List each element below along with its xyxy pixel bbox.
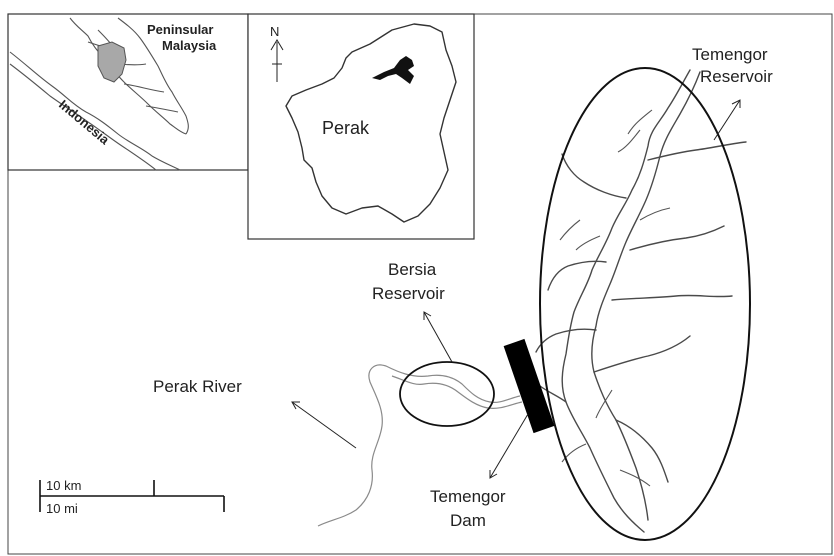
branch-mid-west: [547, 260, 607, 291]
inset-peninsular-malaysia: Peninsular Malaysia Indonesia: [7, 13, 249, 171]
arrow-head-perak-river: [291, 401, 300, 410]
arrow-bersia-reservoir: [423, 311, 453, 363]
perak-outline: [285, 23, 457, 223]
sumatra-coast: [9, 51, 181, 171]
temengor-reservoir-label-2: Reservoir: [700, 67, 773, 86]
temengor-reservoir-ellipse: [539, 67, 751, 541]
branch-mid-east2: [611, 294, 733, 301]
perak-river-system: [317, 364, 523, 527]
temengor-dam: [503, 338, 555, 434]
arrow-perak-river: [291, 401, 357, 449]
north-arrow-icon: [270, 39, 284, 51]
bersia-reservoir-label-1: Bersia: [388, 260, 437, 279]
scale-bar: 10 km 10 mi: [39, 478, 225, 516]
arrow-temengor-dam: [489, 413, 529, 479]
peninsula-outline: [69, 17, 189, 135]
scale-km-label: 10 km: [46, 478, 81, 493]
bersia-reservoir-label-2: Reservoir: [372, 284, 445, 303]
perak-river-bank: [391, 375, 523, 409]
temengor-reservoir-label-1: Temengor: [692, 45, 768, 64]
branch-lower-east: [593, 335, 691, 373]
temengor-dam-label-2: Dam: [450, 511, 486, 530]
branch-wiggles: [559, 207, 671, 487]
perak-label: Perak: [322, 118, 370, 138]
reservoir-trunk-east: [591, 71, 701, 521]
arrow-temengor-reservoir: [713, 99, 741, 141]
branch-se: [615, 419, 669, 483]
perak-highlight: [97, 41, 127, 83]
reservoir-marker: [372, 56, 414, 84]
branch-n-west: [561, 153, 627, 199]
inset-perak: N Perak: [247, 13, 475, 240]
arrow-head-temengor-dam: [489, 470, 498, 479]
perak-river-label: Perak River: [153, 377, 242, 396]
reservoir-trunk: [561, 69, 691, 533]
temengor-dam-label-1: Temengor: [430, 487, 506, 506]
scale-mi-label: 10 mi: [46, 501, 78, 516]
annotation-arrows: [291, 99, 741, 479]
sumatra-coast-inner: [9, 63, 157, 171]
branch-north-small: [617, 109, 653, 153]
inset-region-frame: [7, 13, 249, 171]
perak-river: [317, 364, 521, 527]
branch-west: [535, 328, 597, 353]
peninsular-label: Peninsular: [147, 22, 213, 37]
arrow-head-temengor-reservoir: [731, 99, 741, 108]
malaysia-label: Malaysia: [162, 38, 217, 53]
arrow-head-bersia-reservoir: [423, 311, 432, 320]
branch-mid-east: [629, 225, 725, 251]
north-label: N: [270, 24, 279, 39]
bersia-reservoir-ellipse: [399, 361, 495, 427]
branch-ne: [647, 141, 747, 161]
